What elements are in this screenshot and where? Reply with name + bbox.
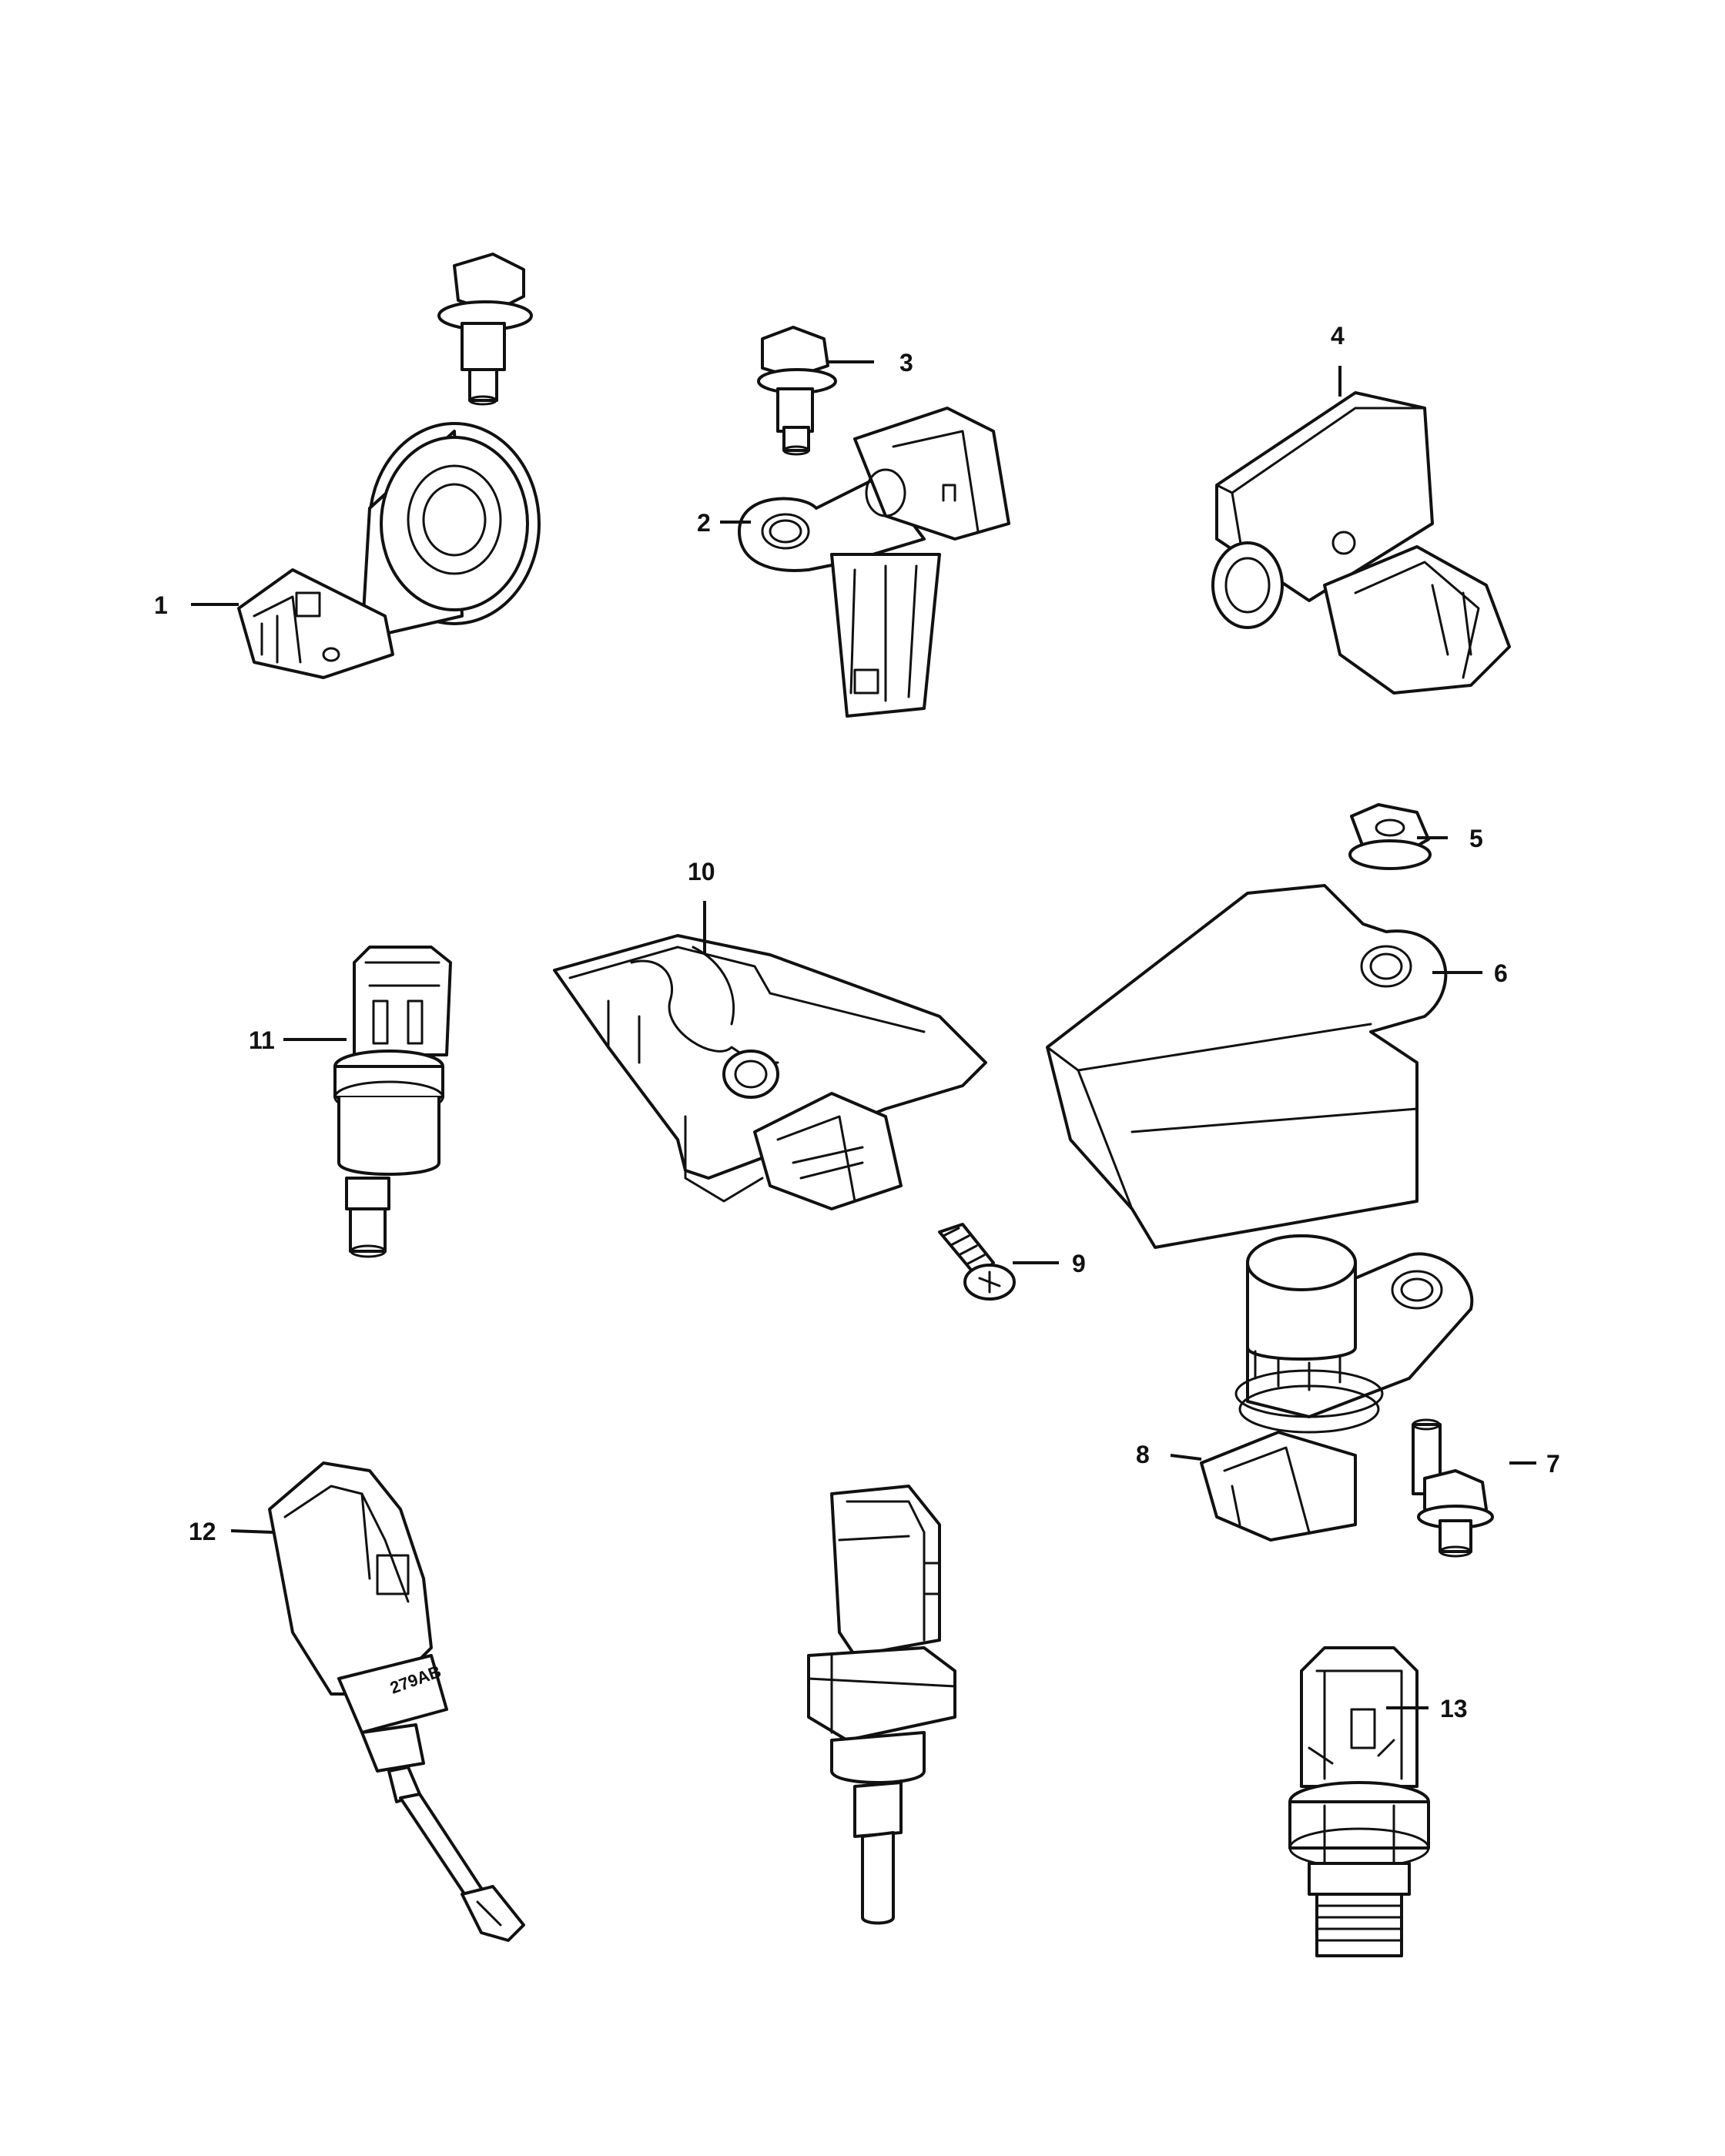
callout-12: 12 <box>189 1518 216 1545</box>
coolant-temp-sensor <box>807 1485 956 1925</box>
part-10-maf-sensor <box>553 934 987 1210</box>
part-8-cam-sensor <box>1200 1234 1474 1542</box>
callout-13: 13 <box>1440 1695 1468 1722</box>
callout-3: 3 <box>899 349 913 377</box>
callout-7: 7 <box>1546 1450 1560 1478</box>
part-1-bolt <box>437 253 533 406</box>
part-3-bolt <box>757 326 837 456</box>
part-4-map-sensor <box>1211 391 1511 695</box>
callout-10: 10 <box>688 858 715 886</box>
callout-6: 6 <box>1494 959 1508 987</box>
part-13-oil-pressure-sensor <box>1288 1646 1430 1957</box>
callout-8: 8 <box>1136 1441 1150 1468</box>
part-6-module <box>1046 884 1448 1249</box>
callout-leaders <box>191 360 1536 1709</box>
part-2-crank-sensor <box>738 407 1010 718</box>
callout-1: 1 <box>154 591 168 619</box>
callout-5: 5 <box>1469 825 1483 852</box>
part-11-temp-sensor <box>333 946 452 1258</box>
part-12-iat-sensor: 279AB <box>268 1461 525 1942</box>
callout-9: 9 <box>1072 1250 1086 1277</box>
part-9-screw <box>938 1223 1016 1301</box>
callout-numbers: 1 2 3 4 5 6 7 8 9 10 11 12 13 <box>154 322 1560 1722</box>
part-1-knock-sensor <box>237 253 541 679</box>
part-7-bolt <box>1412 1418 1494 1558</box>
callout-4: 4 <box>1331 322 1345 350</box>
callout-11: 11 <box>249 1026 275 1054</box>
callout-2: 2 <box>697 509 711 537</box>
